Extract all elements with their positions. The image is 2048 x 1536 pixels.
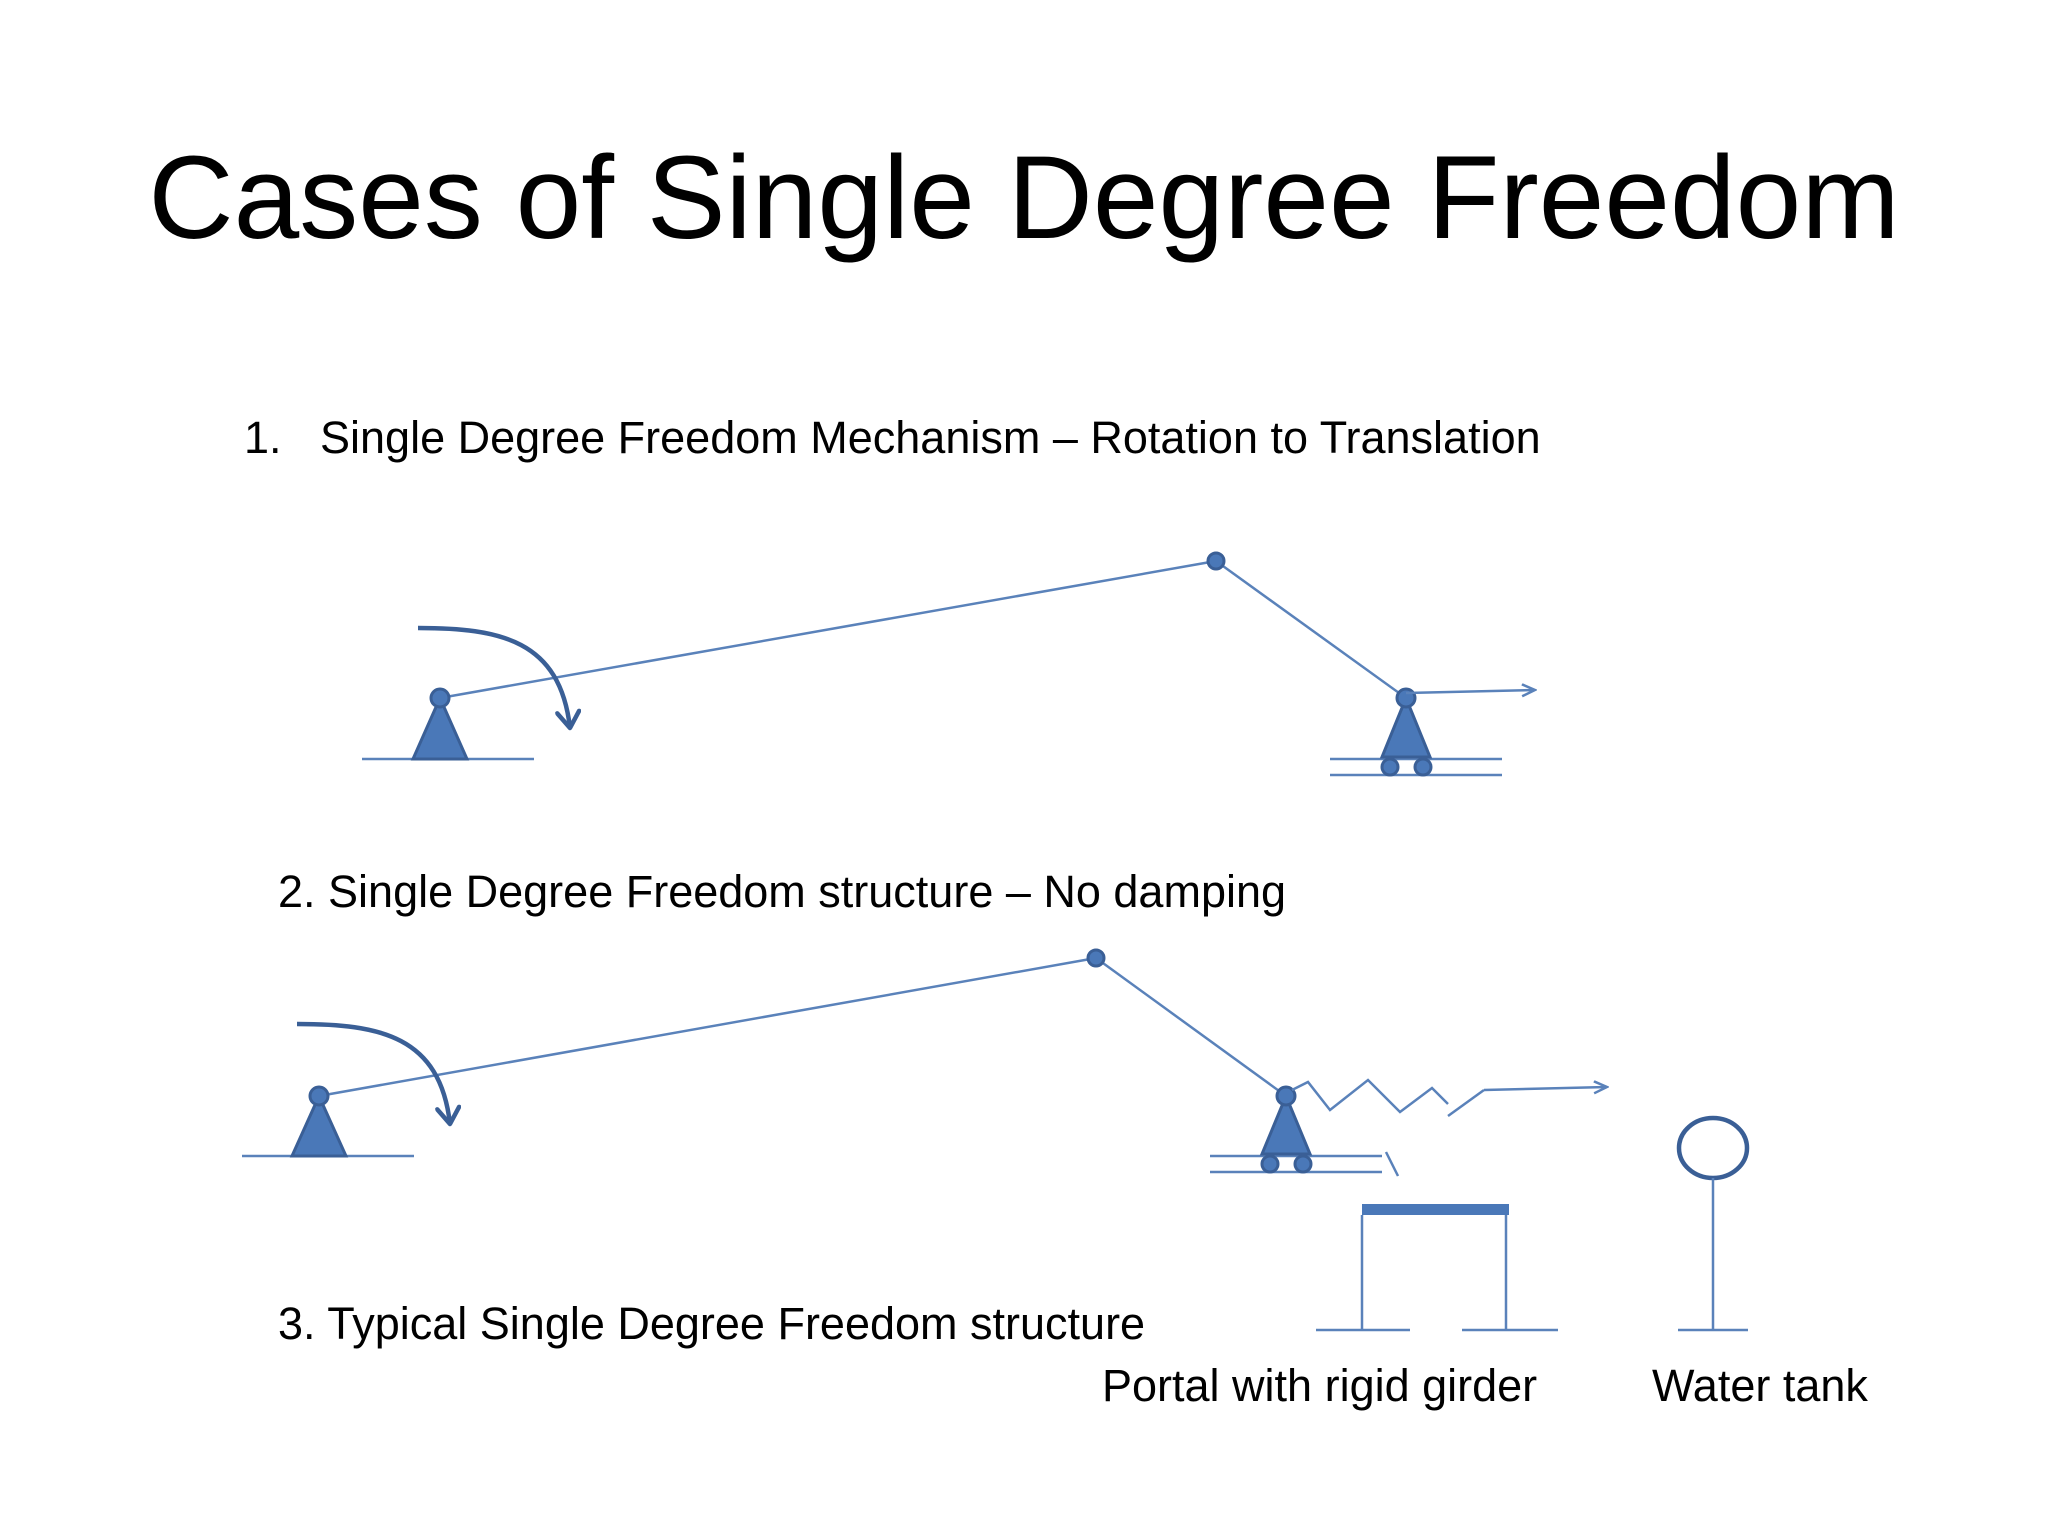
item-2-text: 2. Single Degree Freedom structure – No … bbox=[278, 866, 1287, 917]
roller-support-icon bbox=[1259, 1092, 1313, 1156]
slide-title: Cases of Single Degree Freedom bbox=[148, 132, 1900, 264]
translation-arrow-icon bbox=[1483, 1087, 1607, 1090]
portal-label: Portal with rigid girder bbox=[1102, 1360, 1538, 1411]
connecting-rod bbox=[1215, 559, 1407, 700]
water-tank-label: Water tank bbox=[1652, 1360, 1868, 1411]
mechanism-diagram-1 bbox=[362, 551, 1535, 777]
rotation-arrow-icon bbox=[417, 625, 570, 728]
spring-icon bbox=[1291, 1078, 1449, 1114]
tank-mass-icon bbox=[1676, 1115, 1750, 1181]
connecting-rod bbox=[1095, 956, 1287, 1098]
pin-support-icon bbox=[289, 1092, 349, 1158]
hinge-joint bbox=[1086, 948, 1106, 968]
pin-joint bbox=[429, 687, 451, 709]
slider-joint bbox=[1275, 1085, 1297, 1107]
crank-link bbox=[318, 956, 1097, 1098]
spring-ground-tick bbox=[1384, 1151, 1400, 1177]
rigid-girder bbox=[1362, 1204, 1509, 1215]
roller-support-icon bbox=[1379, 694, 1433, 759]
roller-wheel bbox=[1380, 757, 1400, 777]
spring-end-tick bbox=[1447, 1088, 1485, 1118]
pin-support-icon bbox=[410, 694, 470, 761]
item-1-number: 1. bbox=[244, 412, 282, 463]
structure-diagram-2 bbox=[242, 948, 1607, 1177]
water-tank-diagram bbox=[1676, 1115, 1750, 1332]
hinge-joint bbox=[1206, 551, 1226, 571]
item-3-text: 3. Typical Single Degree Freedom structu… bbox=[278, 1298, 1146, 1349]
roller-wheel bbox=[1293, 1154, 1313, 1174]
portal-frame-diagram bbox=[1316, 1204, 1558, 1332]
pin-joint bbox=[308, 1085, 330, 1107]
roller-wheel bbox=[1260, 1154, 1280, 1174]
roller-wheel bbox=[1413, 757, 1433, 777]
translation-arrow-icon bbox=[1405, 690, 1535, 693]
rotation-arrow-icon bbox=[296, 1021, 450, 1124]
item-1-text: Single Degree Freedom Mechanism – Rotati… bbox=[320, 412, 1541, 463]
crank-link bbox=[439, 559, 1217, 700]
